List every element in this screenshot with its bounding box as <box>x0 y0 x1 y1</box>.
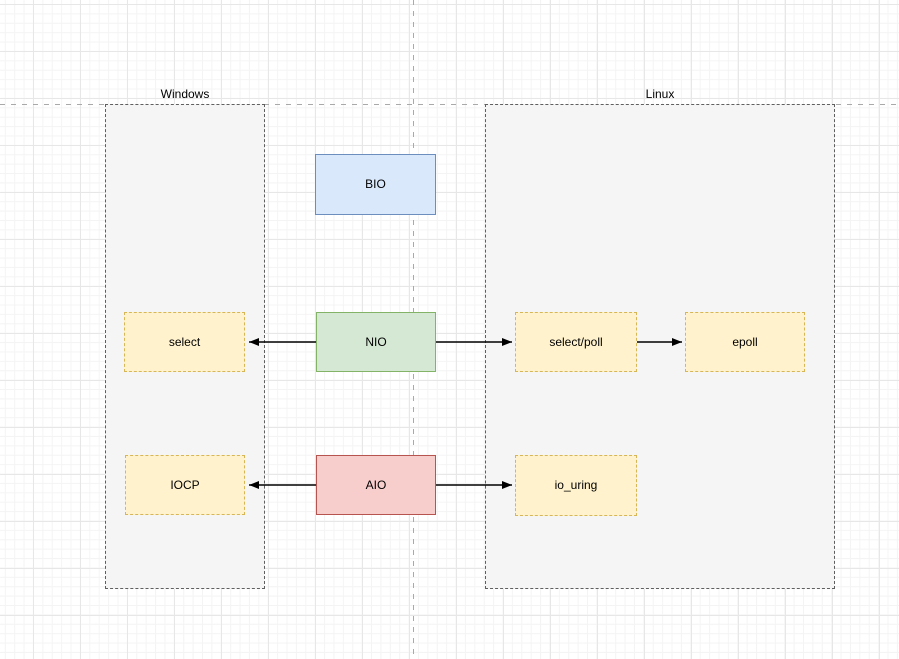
node-bio[interactable]: BIO <box>315 154 436 215</box>
node-nio-label: NIO <box>365 334 387 349</box>
node-nio[interactable]: NIO <box>316 312 436 372</box>
node-aio[interactable]: AIO <box>316 455 436 515</box>
node-aio-label: AIO <box>365 477 387 492</box>
node-io-uring-label: io_uring <box>554 478 598 493</box>
node-epoll-label: epoll <box>732 334 758 349</box>
node-select-label: select <box>168 334 201 349</box>
container-windows-label: Windows <box>160 87 210 101</box>
container-linux-label: Linux <box>645 87 675 101</box>
node-select-poll-label: select/poll <box>549 334 603 349</box>
node-iocp[interactable]: IOCP <box>125 455 245 515</box>
node-epoll[interactable]: epoll <box>685 312 805 372</box>
node-iocp-label: IOCP <box>170 477 200 492</box>
node-bio-label: BIO <box>365 177 386 192</box>
page-boundary-horizontal-line <box>0 104 899 105</box>
node-select-poll[interactable]: select/poll <box>515 312 637 372</box>
node-select[interactable]: select <box>124 312 245 372</box>
node-io-uring[interactable]: io_uring <box>515 455 637 516</box>
